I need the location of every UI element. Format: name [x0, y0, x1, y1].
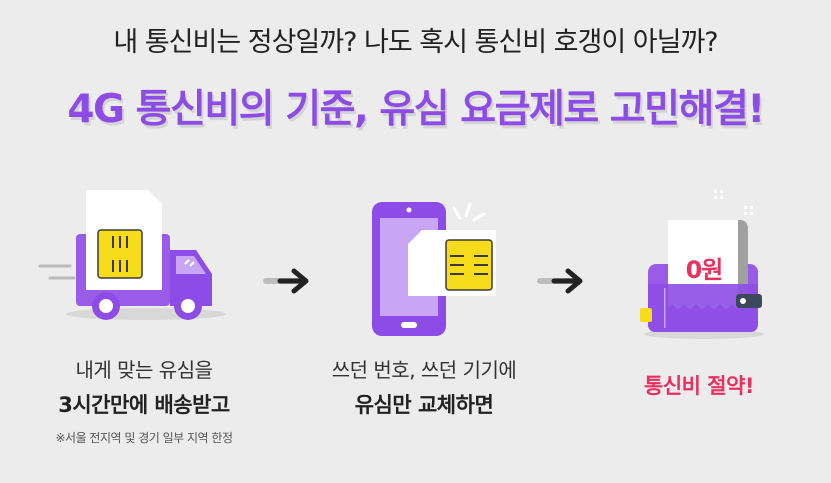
subtitle: 내 통신비는 정상일까? 나도 혹시 통신비 호갱이 아닐까?	[113, 27, 718, 58]
step-1-line1: 내게 맞는 유심을	[75, 358, 213, 382]
arrow-right-icon	[537, 268, 583, 294]
step-3-text: 통신비 절약!	[586, 370, 812, 400]
arrow-right-icon	[263, 268, 309, 294]
smartphone-icon	[372, 202, 496, 336]
step-3-line1: 통신비 절약!	[644, 374, 755, 398]
step-1-text: 내게 맞는 유심을 3시간만에 배송받고 ※서울 전지역 및 경기 일부 지역 …	[16, 354, 272, 446]
truck-icon	[38, 190, 226, 320]
step-2-line2: 유심만 교체하면	[354, 393, 494, 417]
step-1-line2: 3시간만에 배송받고	[58, 393, 230, 417]
headline: 4G 통신비의 기준, 유심 요금제로 고민해결!	[67, 87, 765, 132]
step-2-text: 쓰던 번호, 쓰던 기기에 유심만 교체하면	[296, 354, 552, 419]
step-1-note: ※서울 전지역 및 경기 일부 지역 한정	[55, 431, 233, 445]
wallet-icon: 0원	[634, 184, 774, 340]
wallet-amount: 0원	[685, 256, 724, 284]
step-2-line1: 쓰던 번호, 쓰던 기기에	[331, 358, 517, 382]
